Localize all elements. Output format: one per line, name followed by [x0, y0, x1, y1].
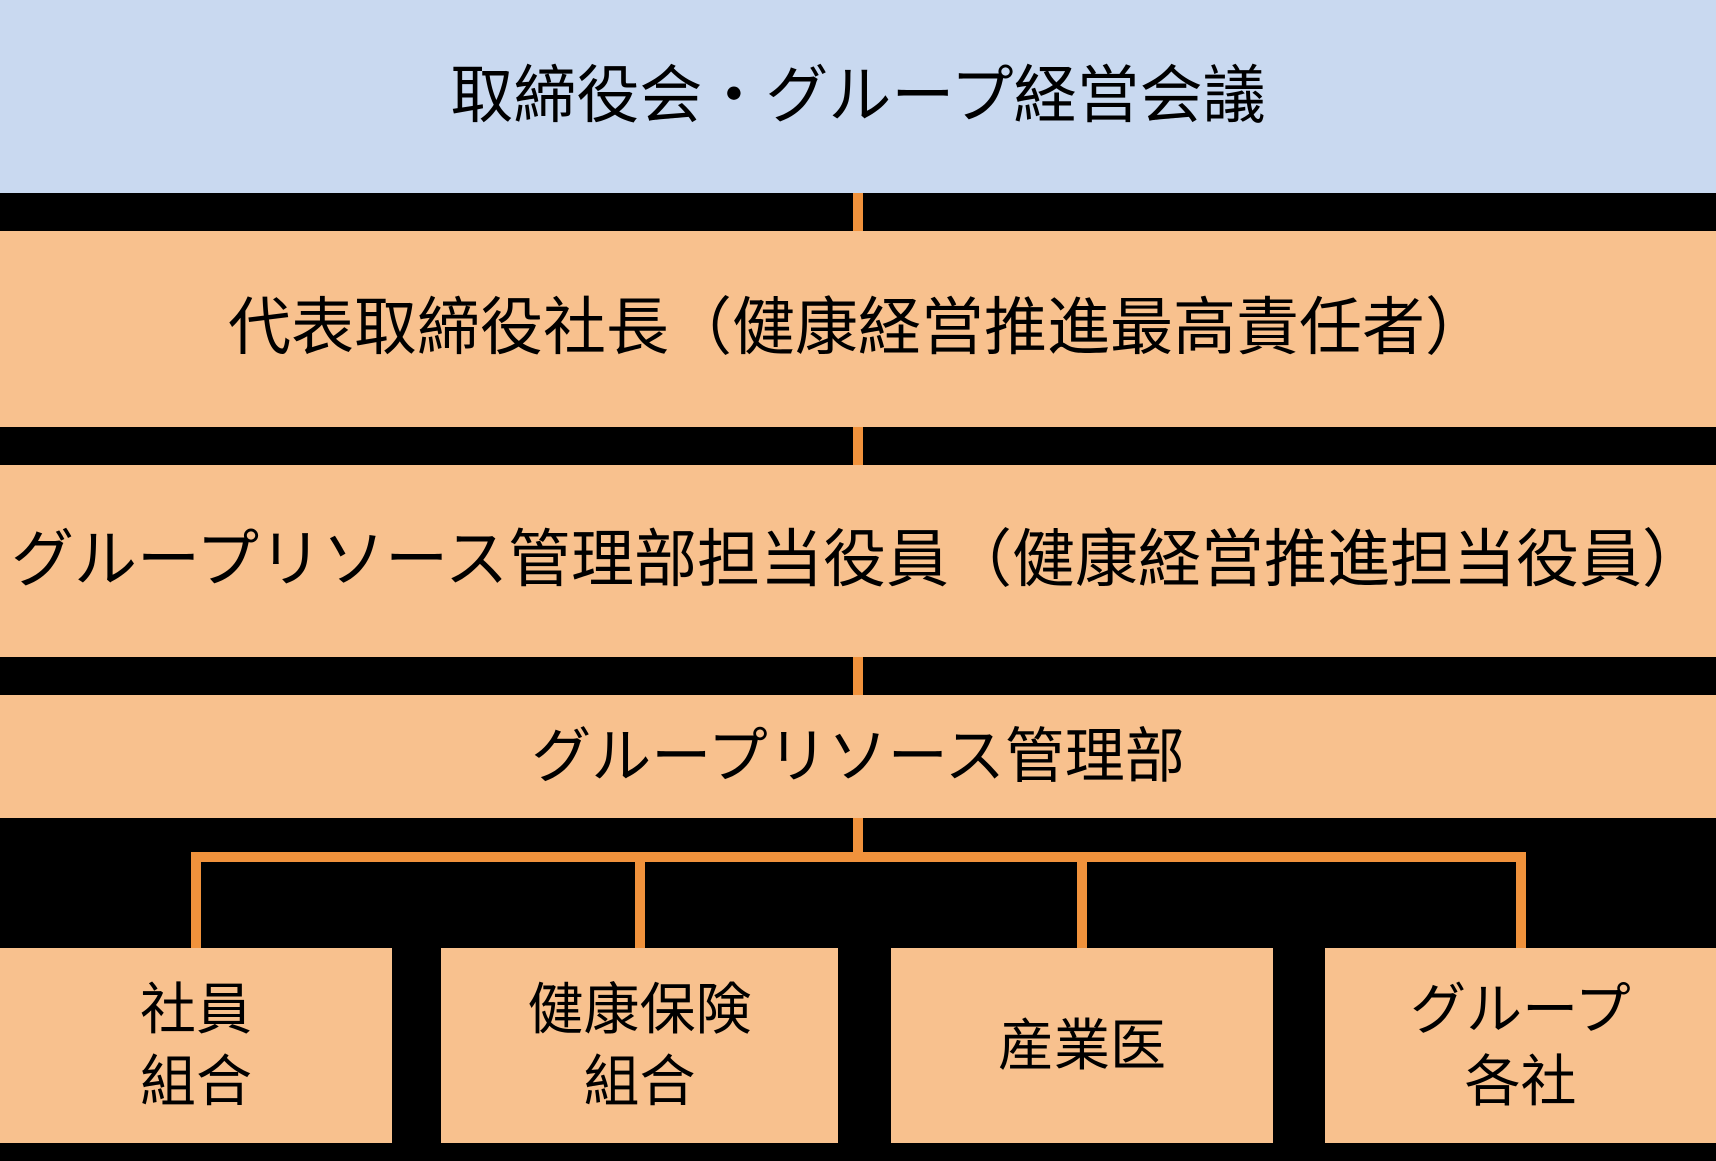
health-insurance-union-box: 健康保険 組合	[441, 948, 838, 1143]
health-insurance-union-label: 健康保険 組合	[527, 977, 752, 1113]
resource-dept-box: グループリソース管理部	[0, 695, 1716, 818]
board-group-meeting-box: 取締役会・グループ経営会議	[0, 0, 1716, 193]
resource-dept-officer-label: グループリソース管理部担当役員（健康経営推進担当役員）	[10, 525, 1706, 596]
resource-dept-officer-box: グループリソース管理部担当役員（健康経営推進担当役員）	[0, 465, 1716, 657]
employee-union-box: 社員 組合	[0, 948, 392, 1143]
connector-president-to-officer	[853, 427, 863, 465]
employee-union-label: 社員 組合	[140, 977, 252, 1113]
industrial-physician-box: 産業医	[891, 948, 1273, 1143]
connector-branch-to-group-companies	[1516, 862, 1526, 948]
group-companies-box: グループ 各社	[1325, 948, 1716, 1143]
connector-branch-to-industrial-physician	[1077, 862, 1087, 948]
board-group-meeting-label: 取締役会・グループ経営会議	[450, 60, 1266, 131]
connector-department-to-branch	[853, 818, 863, 852]
industrial-physician-label: 産業医	[998, 1013, 1166, 1077]
resource-dept-label: グループリソース管理部	[531, 722, 1185, 790]
group-companies-label: グループ 各社	[1410, 977, 1631, 1113]
connector-branch-to-employee-union	[191, 862, 201, 948]
connector-branch-to-health-insurance-union	[635, 862, 645, 948]
president-label: 代表取締役社長（健康経営推進最高責任者）	[228, 293, 1488, 364]
connector-officer-to-department	[853, 657, 863, 695]
connector-board-to-president	[853, 193, 863, 231]
connector-branch-horizontal-line	[191, 852, 1526, 862]
president-box: 代表取締役社長（健康経営推進最高責任者）	[0, 231, 1716, 427]
